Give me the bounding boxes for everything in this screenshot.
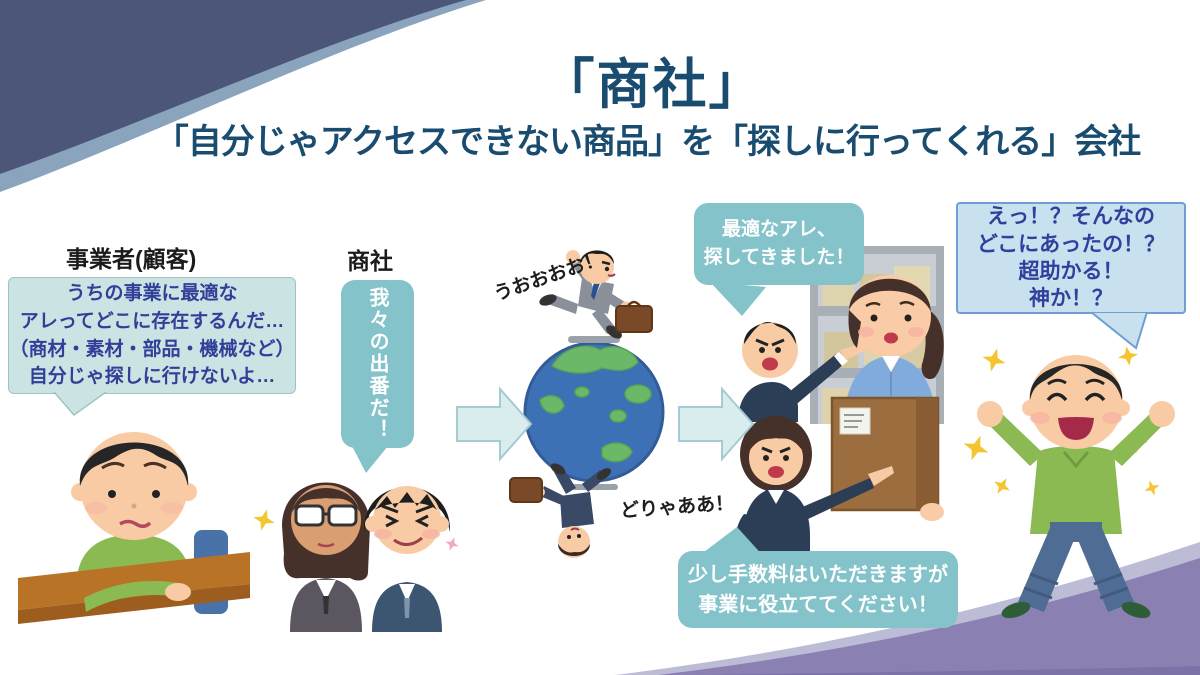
page-subtitle: 「自分じゃアクセスできない商品」を「探しに行ってくれる」会社 xyxy=(154,123,1142,161)
glasses-icon xyxy=(294,504,358,527)
bubble-line: えっ！？そんなの xyxy=(987,205,1155,229)
trading-ready-bubble: 我々の出番だ！ xyxy=(341,280,414,448)
trading-company-duo-illustration xyxy=(253,446,468,632)
fee-bubble: 少し手数料はいただきますが 事業に役立ててください！ xyxy=(678,551,958,628)
bubble-line: 最適なアレ、 xyxy=(721,218,836,240)
bubble-line: どこにあったの！？ xyxy=(976,232,1166,256)
worried-businessman-illustration xyxy=(18,402,250,642)
found-bubble: 最適なアレ、 探してきました！ xyxy=(694,203,864,285)
bubble-line: 探してきました！ xyxy=(703,247,855,268)
briefcase-icon xyxy=(509,477,543,503)
bottom-right-corner-edge xyxy=(700,666,1200,675)
happy-man-illustration xyxy=(960,326,1192,628)
sparkle-icon xyxy=(253,509,275,531)
warehouse-woman-icon xyxy=(830,275,944,521)
bubble-line: アレってどこに存在するんだ… xyxy=(19,310,285,332)
running-businessman-icon xyxy=(539,250,653,339)
bubble-line: 事業に役立ててください！ xyxy=(698,593,938,616)
owner-worry-bubble: うちの事業に最適な アレってどこに存在するんだ… （商材・素材・部品・機械など）… xyxy=(8,277,296,394)
bubble-line: 少し手数料はいただきますが xyxy=(688,563,948,586)
bubble-line: 自分じゃ探しに行けないよ… xyxy=(28,366,276,388)
page-title: 「商社」 xyxy=(540,55,765,115)
globe-icon xyxy=(523,336,665,490)
globe-scene-illustration xyxy=(466,242,768,586)
surprise-bubble: えっ！？そんなの どこにあったの！？ 超助かる！ 神か！？ xyxy=(956,202,1186,314)
briefcase-icon xyxy=(615,305,653,333)
bubble-line: （商材・素材・部品・機械など） xyxy=(9,338,295,360)
bubble-line: 超助かる！ xyxy=(1018,260,1124,283)
label-business-owner: 事業者(顧客) xyxy=(66,246,197,272)
flow-arrow-1-icon xyxy=(456,386,533,462)
bubble-line: うちの事業に最適な xyxy=(66,283,238,305)
label-trading-company: 商社 xyxy=(347,248,393,274)
flow-arrow-2-icon xyxy=(678,386,755,462)
sparkle-icon xyxy=(445,537,459,551)
pointing-businessman-icon xyxy=(738,322,868,422)
desk-icon xyxy=(18,552,250,610)
upside-down-businesswoman-icon xyxy=(509,463,612,558)
bubble-line: 神か！？ xyxy=(1029,287,1113,311)
